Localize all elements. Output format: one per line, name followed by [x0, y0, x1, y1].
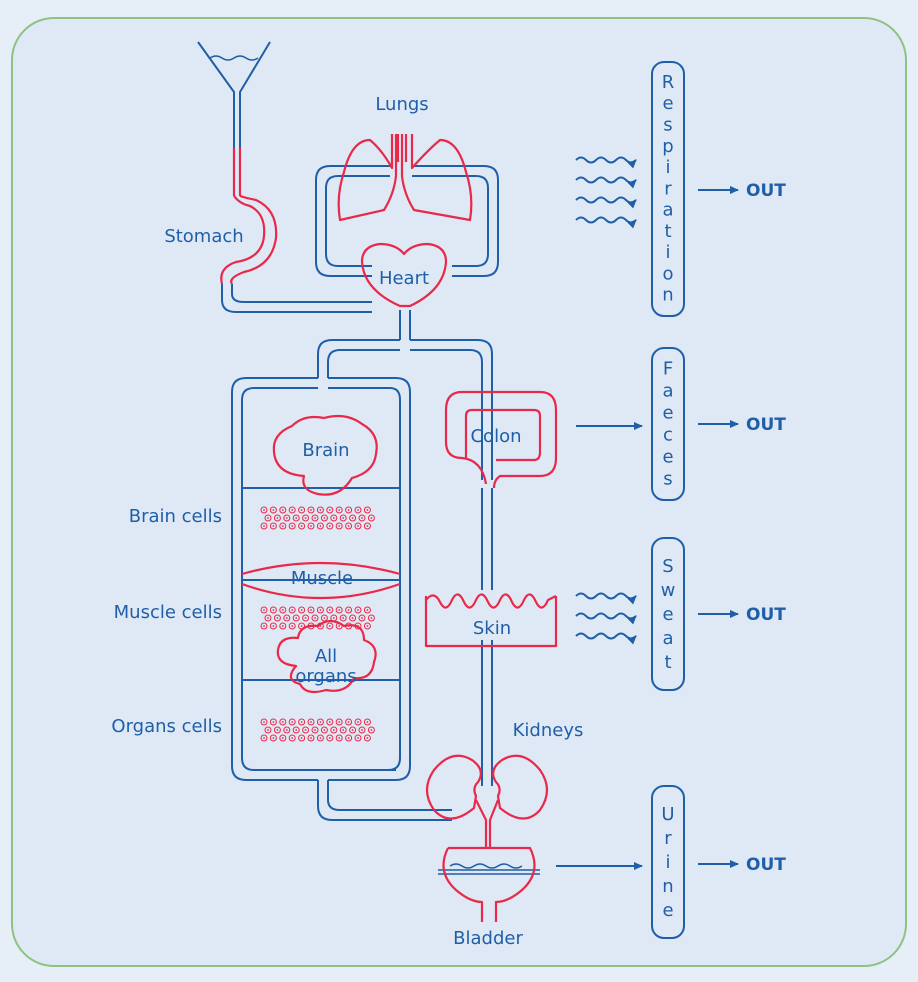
sweat-out-label: OUT [746, 605, 786, 625]
bladder [442, 846, 536, 922]
skin [424, 593, 558, 648]
sweat-wavy-arrows [575, 592, 637, 645]
muscle-cells-label: Muscle cells [114, 602, 222, 623]
muscle-cells-dots [260, 606, 375, 630]
all-organs-label-line2: organs [295, 666, 356, 687]
respiration-wavy-arrows [575, 156, 637, 229]
lungs-label: Lungs [375, 94, 428, 115]
faeces-pill [651, 347, 685, 501]
kidneys-label: Kidneys [513, 720, 584, 741]
brain-label: Brain [302, 440, 349, 461]
all-organs-label-line1: All [315, 646, 337, 667]
cell-dot-groups [260, 506, 375, 742]
outputs-column [556, 61, 739, 939]
funnel-water [209, 55, 259, 61]
urine-out-label: OUT [746, 855, 786, 875]
heart [360, 242, 448, 308]
skin-label: Skin [473, 618, 511, 639]
stomach [220, 194, 278, 285]
diagram-frame [11, 17, 907, 967]
all-organs [276, 619, 377, 694]
bladder-label: Bladder [453, 928, 523, 949]
circulation-pipes [197, 41, 540, 875]
brain-cells-label: Brain cells [129, 506, 222, 527]
respiration-out-label: OUT [746, 181, 786, 201]
heart-label: Heart [379, 268, 429, 289]
muscle-label: Muscle [291, 568, 353, 589]
faeces-out-label: OUT [746, 415, 786, 435]
muscle [241, 561, 401, 600]
stomach-label: Stomach [164, 226, 243, 247]
brain-cells-dots [260, 506, 375, 530]
kidneys [425, 754, 549, 820]
colon-label: Colon [470, 426, 521, 447]
organs-cells-label: Organs cells [111, 716, 222, 737]
sweat-pill [651, 537, 685, 691]
brain [272, 414, 378, 496]
colon [444, 390, 558, 489]
respiration-pill [651, 61, 685, 317]
urine-pill [651, 785, 685, 939]
lungs [337, 134, 473, 222]
bladder-water [449, 863, 523, 869]
esophagus [232, 148, 242, 196]
organs-cells-dots [260, 718, 375, 742]
funnel [197, 41, 271, 148]
